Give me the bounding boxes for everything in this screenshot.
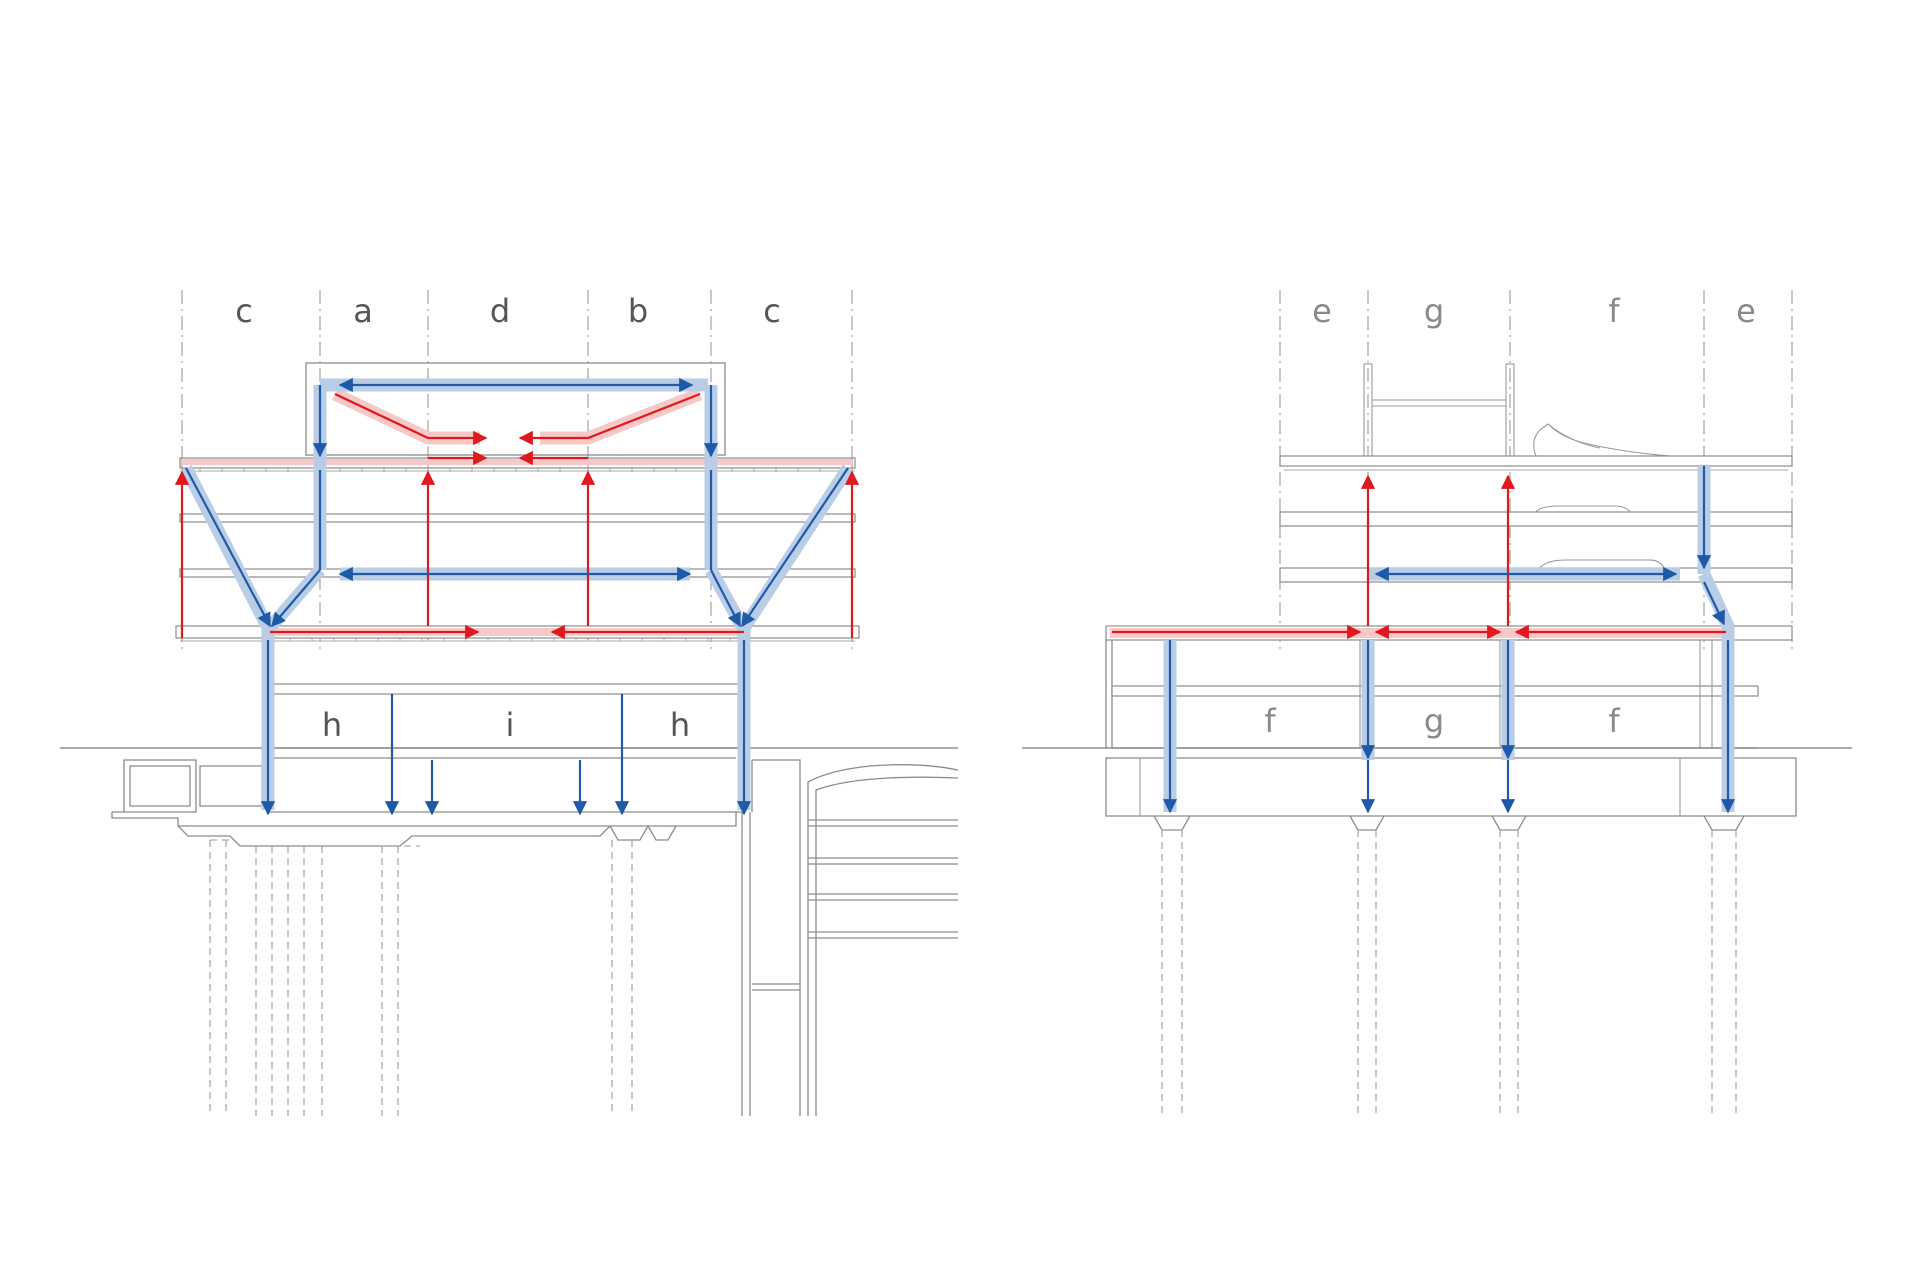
right-tension-arrows bbox=[1112, 474, 1726, 640]
zone-label-e-left: e bbox=[1312, 292, 1332, 330]
zone-label-f: f bbox=[1608, 292, 1620, 330]
zone-label-b: b bbox=[628, 292, 648, 330]
right-zone-labels: e g f e bbox=[1312, 292, 1756, 330]
zone-label-f-left: f bbox=[1264, 702, 1276, 740]
right-compression-arrows bbox=[1162, 466, 1736, 814]
left-zone-labels: c a d b c bbox=[235, 292, 781, 330]
left-tension-arrows bbox=[174, 392, 860, 640]
zone-label-g-lower: g bbox=[1424, 702, 1444, 740]
zone-label-d: d bbox=[490, 292, 510, 330]
right-basement bbox=[1105, 757, 1797, 831]
right-roof-frame bbox=[1363, 363, 1671, 461]
left-adjacent-structure bbox=[741, 759, 959, 1116]
zone-label-i: i bbox=[506, 706, 515, 744]
left-compression-bands bbox=[180, 378, 854, 810]
left-grid-axes bbox=[181, 290, 853, 650]
left-lower-labels: h i h bbox=[322, 706, 690, 744]
left-roof-box bbox=[305, 362, 726, 456]
zone-label-c-right: c bbox=[763, 292, 781, 330]
left-section: c a d b c bbox=[60, 290, 959, 1116]
zone-label-g: g bbox=[1424, 292, 1444, 330]
zone-label-c-left: c bbox=[235, 292, 253, 330]
right-section: e g f e bbox=[1022, 290, 1852, 1116]
zone-label-h-left: h bbox=[322, 706, 342, 744]
right-piles bbox=[1161, 830, 1737, 1116]
zone-label-f-right: f bbox=[1608, 702, 1620, 740]
right-lower-labels: f g f bbox=[1264, 702, 1620, 740]
zone-label-h-right: h bbox=[670, 706, 690, 744]
zone-label-a: a bbox=[353, 292, 373, 330]
zone-label-e-right: e bbox=[1736, 292, 1756, 330]
left-slab-ribs bbox=[199, 468, 821, 641]
right-upper-slabs bbox=[1105, 455, 1793, 641]
left-basement bbox=[111, 759, 744, 847]
left-piles bbox=[209, 839, 633, 1116]
left-compression-arrows bbox=[185, 377, 849, 816]
